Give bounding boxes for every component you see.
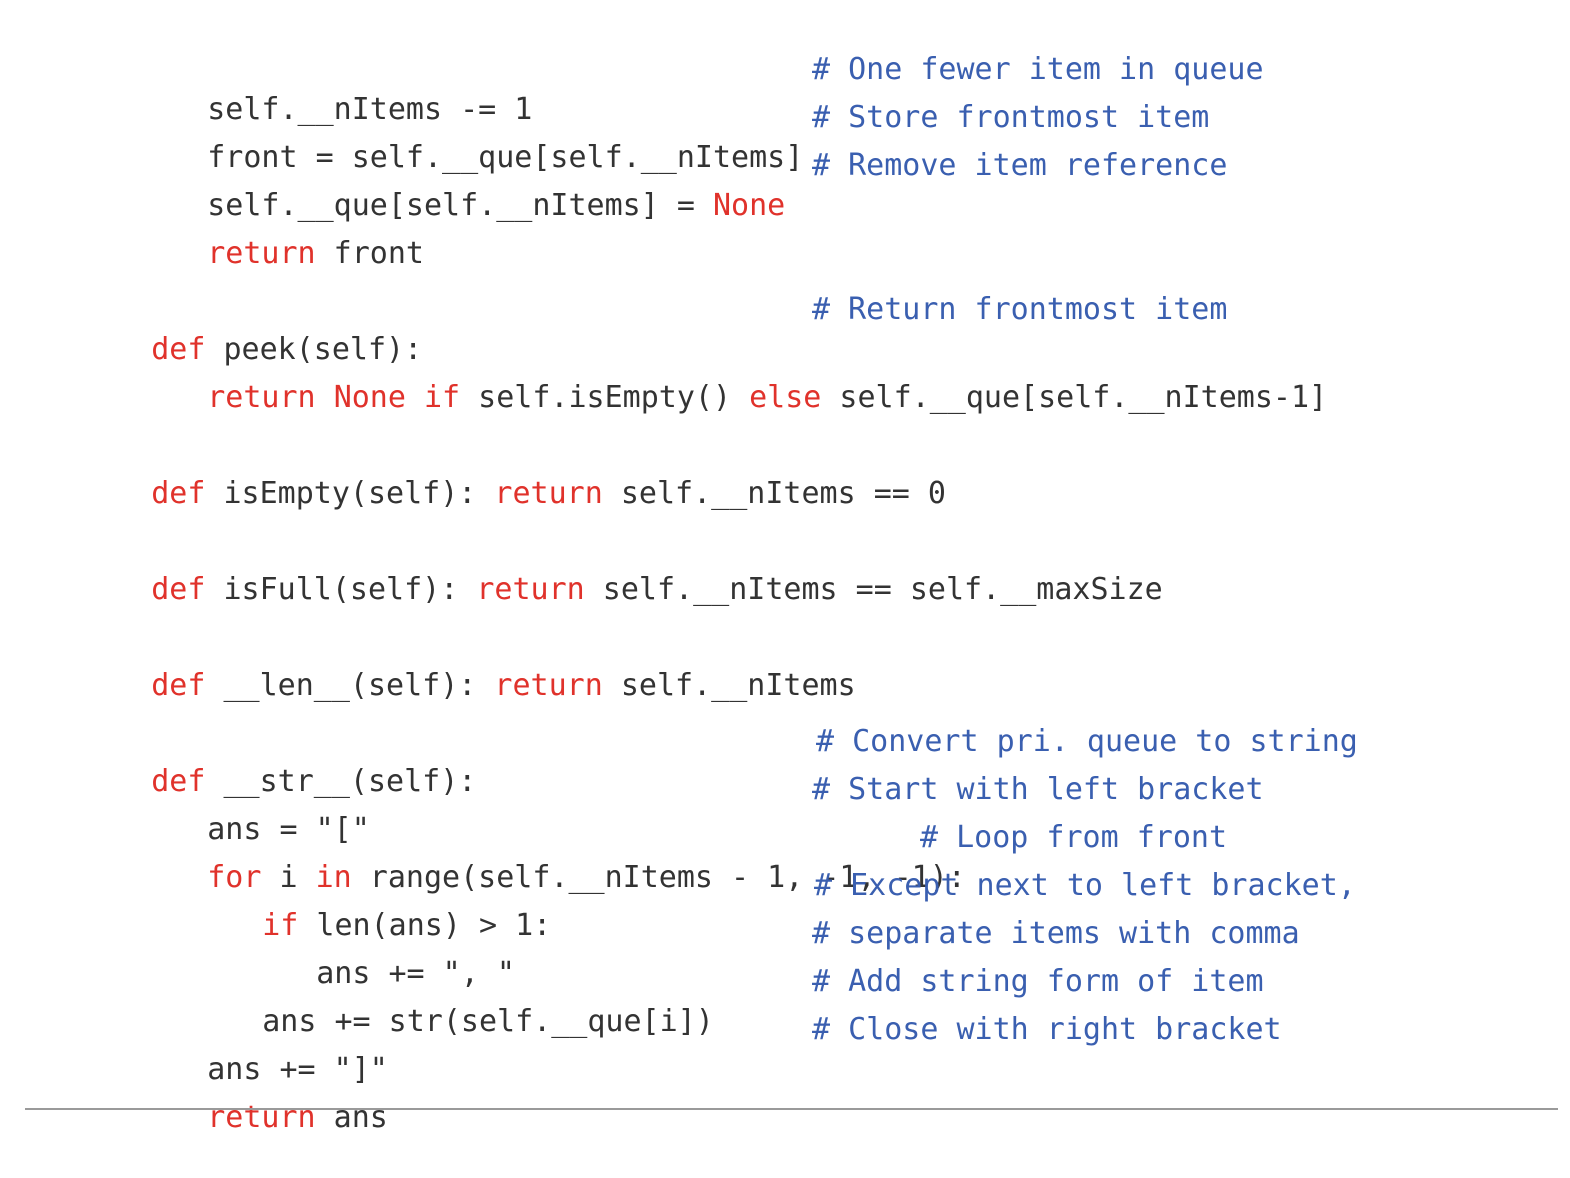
code-text: len(ans) > 1:: [298, 908, 552, 943]
code-comment: # Convert pri. queue to string: [816, 724, 1358, 759]
keyword: if: [262, 908, 299, 943]
keyword: None: [712, 188, 786, 223]
code-text: front: [315, 236, 424, 271]
keyword: return: [476, 572, 585, 607]
code-text: self.isEmpty(): [460, 380, 750, 415]
code-line: ans = "[": [135, 770, 370, 847]
code-text: __len__(self):: [205, 668, 495, 703]
code-text: i: [261, 860, 316, 895]
code-text: __str__(self):: [205, 764, 477, 799]
code-line: def isFull(self): return self.__nItems =…: [79, 530, 1162, 607]
code-line: front = self.__que[self.__nItems]: [135, 98, 803, 175]
code-text: isEmpty(self):: [205, 476, 495, 511]
code-text: [406, 380, 424, 415]
code-text: self.__nItems -= 1: [207, 92, 533, 127]
code-text: self.__que[self.__nItems-1]: [821, 380, 1328, 415]
code-comment: # Return frontmost item: [812, 292, 1228, 327]
code-text: ans = "[": [207, 812, 370, 847]
divider-rule: [25, 1108, 1558, 1110]
code-text: [316, 380, 334, 415]
code-line: return ans: [135, 1058, 388, 1135]
keyword: None: [333, 380, 406, 415]
code-text: ans += "]": [207, 1052, 388, 1087]
code-line: def peek(self):: [79, 290, 422, 367]
code-line: return front: [135, 194, 424, 271]
code-text: ans: [315, 1100, 388, 1135]
keyword: return: [494, 476, 603, 511]
code-comment: # Except next to left bracket,: [814, 868, 1356, 903]
keyword: return: [207, 380, 316, 415]
code-comment: # Close with right bracket: [812, 1012, 1282, 1047]
keyword: return: [207, 1100, 316, 1135]
code-comment: # separate items with comma: [812, 916, 1300, 951]
keyword: def: [151, 668, 206, 703]
code-text: self.__nItems: [602, 668, 856, 703]
code-line: self.__nItems -= 1: [135, 50, 532, 127]
code-text: self.__nItems == self.__maxSize: [584, 572, 1163, 607]
code-text: front = self.__que[self.__nItems]: [207, 140, 804, 175]
code-text: self.__que[self.__nItems] =: [207, 188, 713, 223]
code-line: return None if self.isEmpty() else self.…: [135, 338, 1327, 415]
code-line: for i in range(self.__nItems - 1, -1, -1…: [135, 818, 966, 895]
code-comment: # Store frontmost item: [812, 100, 1210, 135]
keyword: return: [494, 668, 603, 703]
code-text: range(self.__nItems - 1, -1, -1):: [351, 860, 966, 895]
code-comment: # Add string form of item: [812, 964, 1264, 999]
keyword: def: [151, 764, 206, 799]
code-text: ans += ", ": [316, 956, 515, 991]
code-line: def isEmpty(self): return self.__nItems …: [79, 434, 946, 511]
code-comment: # Start with left bracket: [812, 772, 1264, 807]
code-line: if len(ans) > 1:: [190, 866, 551, 943]
keyword: def: [151, 476, 206, 511]
keyword: def: [151, 572, 206, 607]
code-text: isFull(self):: [205, 572, 477, 607]
keyword: def: [151, 332, 206, 367]
code-line: self.__que[self.__nItems] = None: [135, 146, 785, 223]
keyword: in: [315, 860, 352, 895]
code-line: ans += "]": [135, 1010, 388, 1087]
code-text: self.__nItems == 0: [602, 476, 946, 511]
code-line: ans += str(self.__que[i]): [190, 962, 714, 1039]
code-comment: # Remove item reference: [812, 148, 1228, 183]
code-line: ans += ", ": [244, 914, 515, 991]
code-text: peek(self):: [205, 332, 423, 367]
keyword: if: [424, 380, 461, 415]
code-text: ans += str(self.__que[i]): [262, 1004, 714, 1039]
code-comment: # Loop from front: [920, 820, 1228, 855]
code-line: def __str__(self):: [79, 722, 476, 799]
code-line: def __len__(self): return self.__nItems: [79, 626, 855, 703]
keyword: for: [207, 860, 262, 895]
keyword: else: [749, 380, 822, 415]
keyword: return: [207, 236, 316, 271]
code-comment: # One fewer item in queue: [812, 52, 1264, 87]
